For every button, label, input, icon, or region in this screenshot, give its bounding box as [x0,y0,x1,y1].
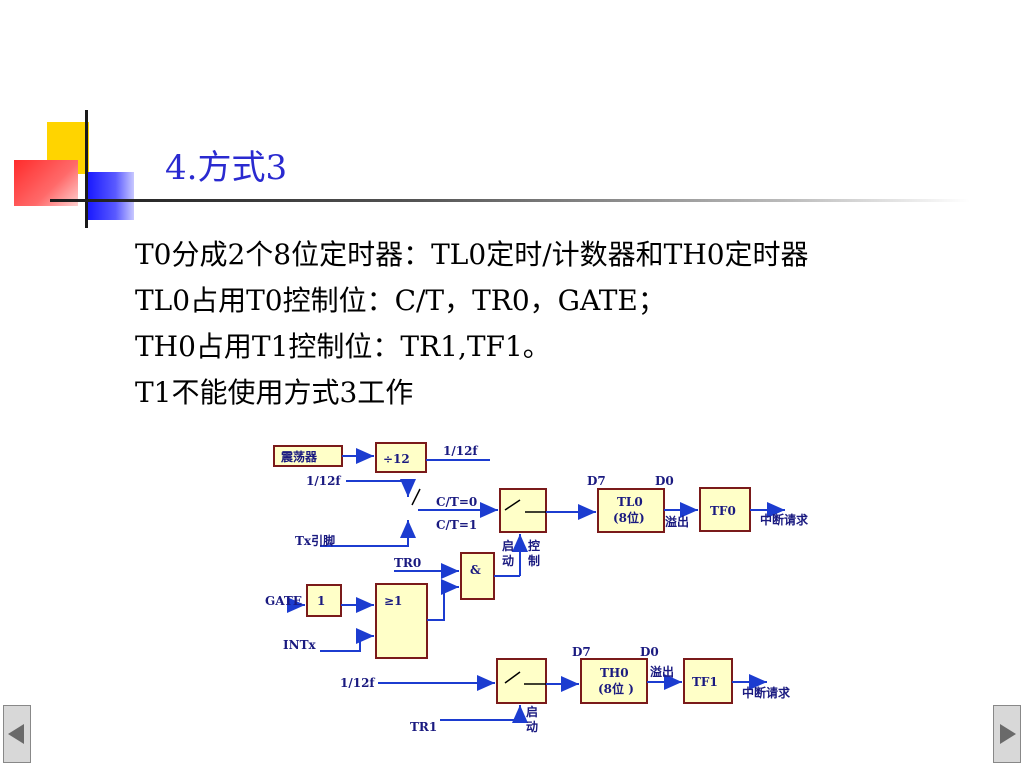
wire-tx-pin [320,520,416,547]
decor-vertical-line [85,110,88,228]
wire-intx [320,628,374,652]
oscillator-label: 震荡器 [281,449,318,464]
or-gate-box [375,583,428,659]
th0-box [580,658,648,704]
th0-a-label: TH0 [600,666,629,680]
slide-title: 4.方式3 [165,148,288,188]
tf0-label: TF0 [710,504,736,518]
selector-arm [411,488,421,506]
tx-pin-label: Tx引脚 [295,533,335,548]
ct1-label: C/T=1 [436,518,477,532]
d7-bottom-label: D7 [572,645,591,659]
wire-tr1 [440,705,528,723]
tf0-box [699,487,751,532]
ct0-label: C/T=0 [436,495,477,509]
switch-box-top [499,488,547,533]
intx-label: INTx [283,638,317,652]
ctrl-a-label: 控 [528,538,540,553]
freq-out-label: 1/12f [443,444,478,458]
and-gate-box [460,552,495,600]
start1-a-label: 启 [502,538,514,553]
switch-contact-top [504,499,546,513]
start1-b-label: 动 [502,554,514,568]
th0-b-label: (8位 ) [598,681,634,696]
title-underline [50,199,970,202]
tr0-label: TR0 [394,556,421,570]
overflow-bottom-label: 溢出 [650,664,674,679]
int-req-top-label: 中断请求 [760,512,809,527]
start2-b-label: 动 [526,720,538,734]
tl0-box [597,488,665,533]
body-line-2: TL0占用T0控制位：C/T，TR0，GATE； [135,284,666,317]
switch-contact-bottom [504,671,546,685]
tl0-b-label: (8位) [613,510,645,525]
wire-or-and [427,579,459,621]
int-req-bottom-label: 中断请求 [742,685,791,700]
triangle-left-icon [8,724,24,744]
ctrl-b-label: 制 [528,553,540,568]
prev-slide-button[interactable] [3,705,31,763]
decor-blue-square [88,172,134,220]
slide-body: T0分成2个8位定时器：TL0定时/计数器和TH0定时器 TL0占用T0控制位：… [135,232,809,416]
or-gate-label: ≥1 [384,594,402,608]
tr1-label: TR1 [410,720,437,734]
and-gate-label: & [470,563,481,577]
wire-freq-switch [346,479,416,497]
gate-label: GATE [265,594,302,608]
decor-red-square [14,160,78,206]
body-line-4: T1不能使用方式3工作 [135,376,414,409]
divider-box [375,442,427,473]
overflow-top-label: 溢出 [665,514,689,529]
d7-top-label: D7 [587,474,606,488]
not-gate-box [306,584,342,617]
d0-top-label: D0 [655,474,674,488]
triangle-right-icon [1000,724,1016,744]
tf1-label: TF1 [692,675,718,689]
next-slide-button[interactable] [993,705,1021,763]
not-gate-label: 1 [317,594,325,608]
freq-in-bottom-label: 1/12f [340,676,375,690]
start2-a-label: 启 [526,704,538,719]
tl0-a-label: TL0 [617,495,643,509]
switch-box-bottom [496,658,547,704]
d0-bottom-label: D0 [640,645,659,659]
body-line-1: T0分成2个8位定时器：TL0定时/计数器和TH0定时器 [135,238,809,271]
freq-in-top-label: 1/12f [306,474,341,488]
body-line-3: TH0占用T1控制位：TR1,TF1。 [135,330,551,363]
divider-label: ÷12 [383,452,410,466]
tf1-box [683,658,733,704]
